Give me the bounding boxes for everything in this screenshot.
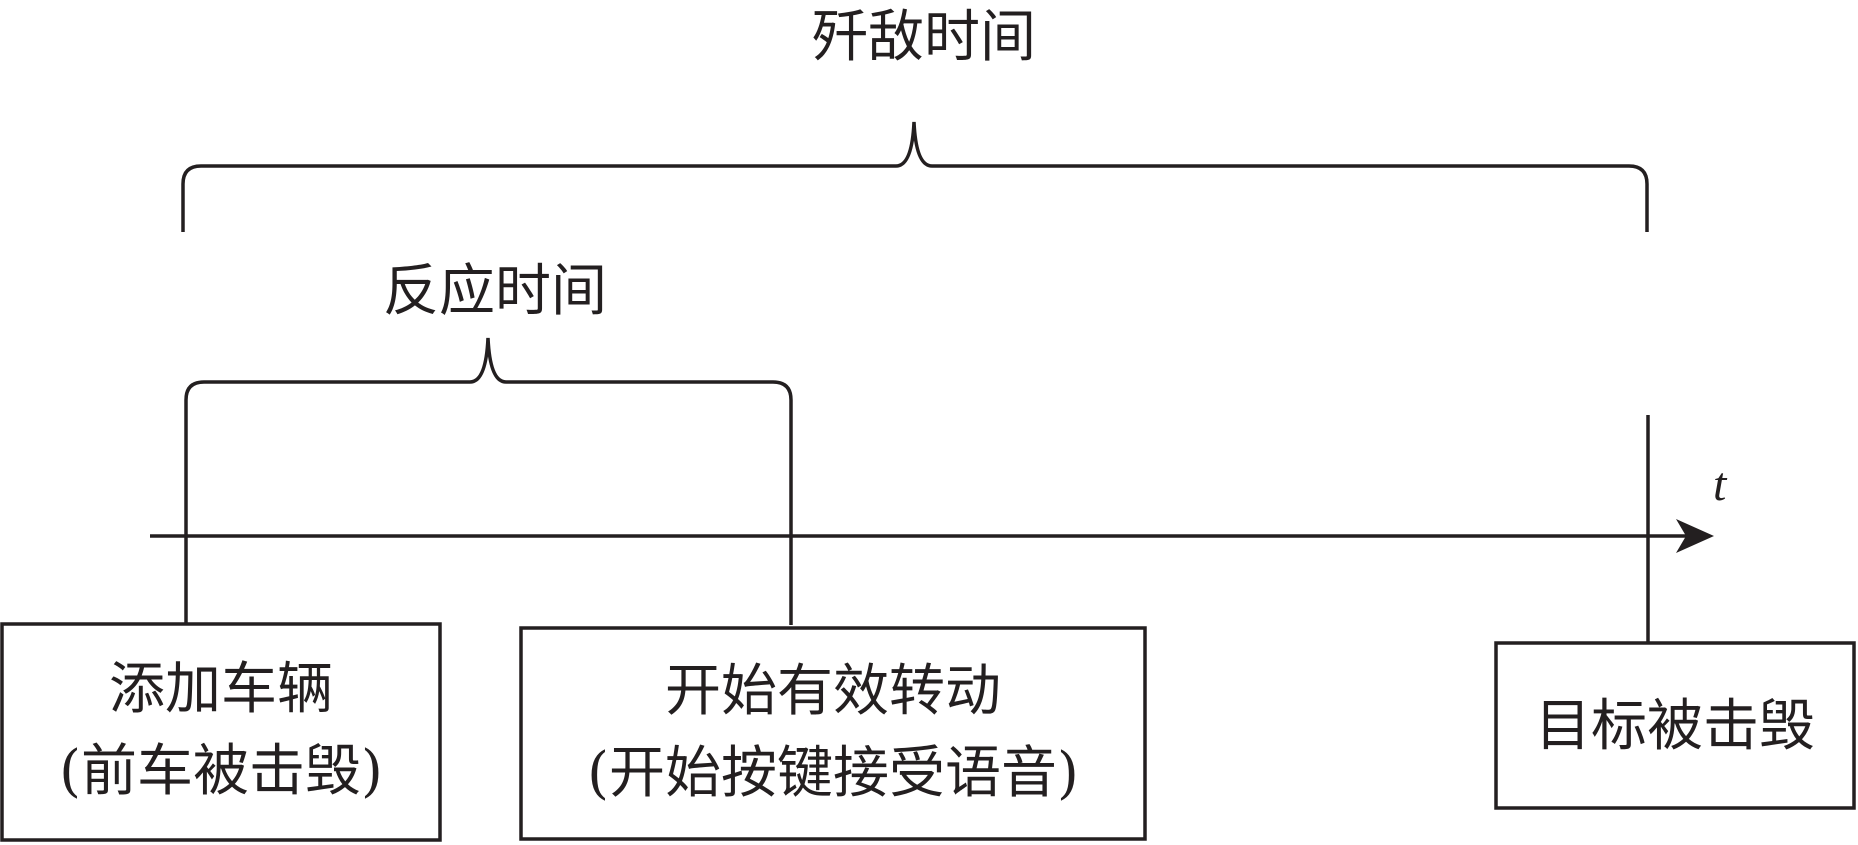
kill-time-brace	[181, 121, 1649, 232]
event-target-destroyed-line1: 目标被击毁	[1535, 694, 1815, 759]
event-start-rotation-line1: 开始有效转动	[665, 659, 1001, 724]
reaction-time-label: 反应时间	[383, 259, 607, 324]
event-add-vehicle-line1: 添加车辆	[109, 657, 333, 722]
event-start-rotation-line2: (开始按键接受语音)	[587, 741, 1079, 806]
event-box-add-vehicle	[0, 622, 442, 842]
time-axis-arrowhead	[1676, 519, 1714, 553]
kill-time-label: 歼敌时间	[812, 5, 1036, 70]
axis-variable-label: t	[1713, 458, 1728, 511]
event-box-start-rotation	[519, 626, 1147, 841]
reaction-time-brace	[184, 337, 793, 448]
event-add-vehicle-line2: (前车被击毁)	[59, 739, 383, 804]
event-box-target-destroyed	[1494, 641, 1856, 810]
